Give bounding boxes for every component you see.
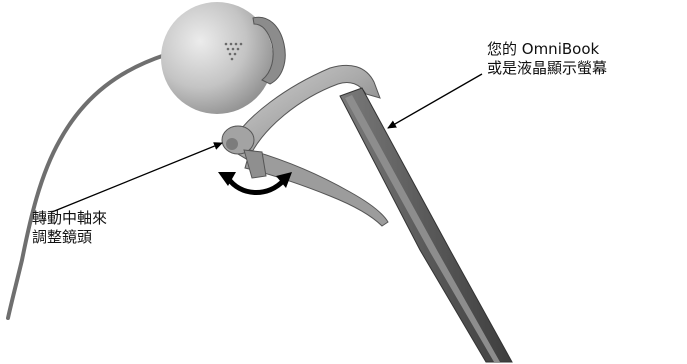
display-edge-highlight xyxy=(345,95,500,362)
pivot-hub xyxy=(226,138,238,150)
screen-callout: 您的 OmniBook 或是液晶顯示螢幕 xyxy=(487,40,607,78)
pivot-callout-line2: 調整鏡頭 xyxy=(32,228,107,247)
screen-callout-line2: 或是液晶顯示螢幕 xyxy=(487,59,607,78)
clip-support-leg xyxy=(245,150,388,226)
pivot-joint xyxy=(222,126,254,154)
rotate-arrow-icon xyxy=(228,178,284,193)
pivot-callout: 轉動中軸來 調整鏡頭 xyxy=(32,209,107,247)
usb-cable xyxy=(8,55,165,318)
screen-leader-line xyxy=(388,74,482,128)
pivot-leader-line xyxy=(52,143,222,212)
screen-callout-line1: 您的 OmniBook xyxy=(487,40,607,59)
pivot-callout-line1: 轉動中軸來 xyxy=(32,209,107,228)
